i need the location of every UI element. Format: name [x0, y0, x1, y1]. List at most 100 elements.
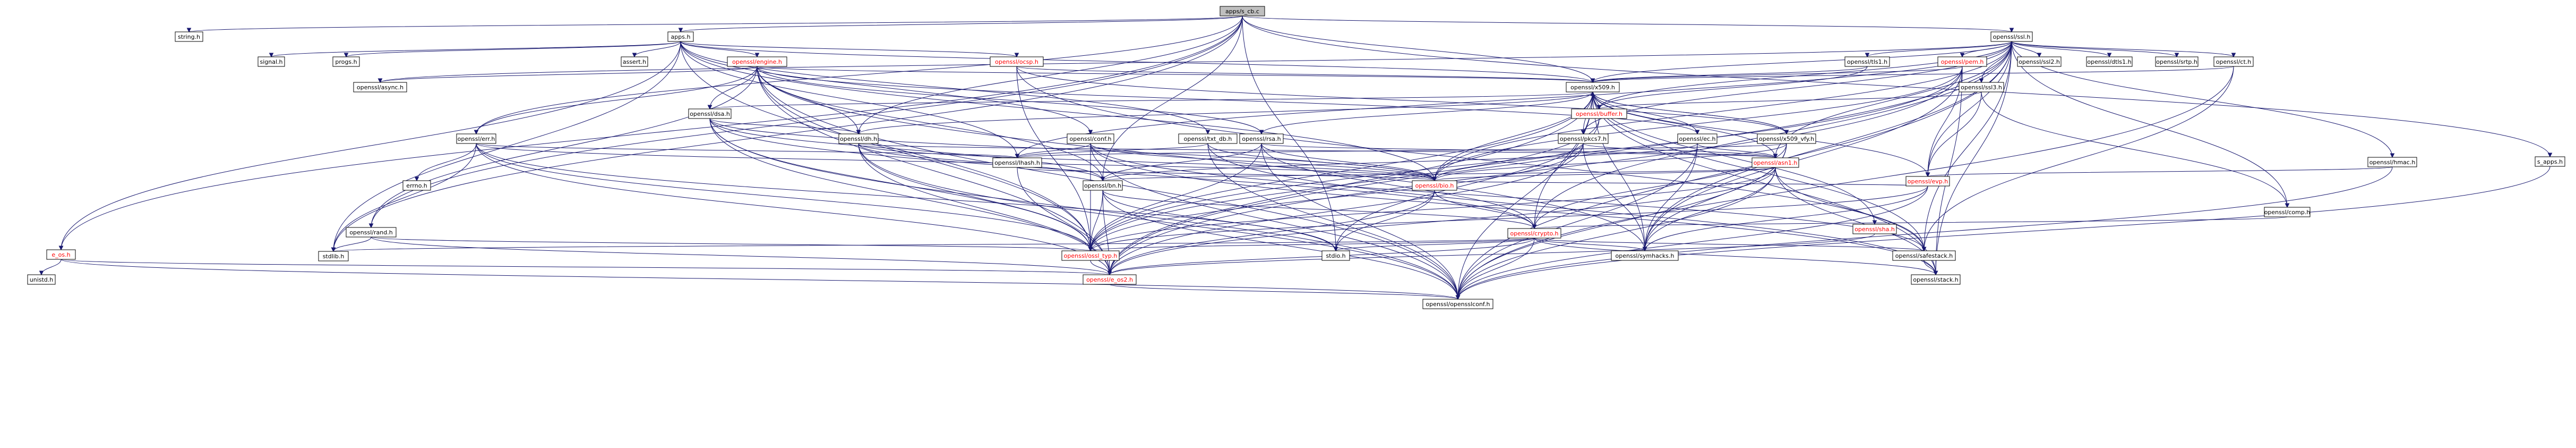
header-node-async[interactable]: openssl/async.h [353, 82, 407, 92]
include-edge [414, 143, 477, 182]
include-edge [1017, 167, 1437, 182]
header-node-ossl-typ[interactable]: openssl/ossl_typ.h [1061, 250, 1120, 261]
header-node-e-os2[interactable]: openssl/e_os2.h [1083, 274, 1137, 285]
header-node-label: openssl/buffer.h [1576, 111, 1622, 117]
include-edge [331, 236, 372, 252]
include-edge [1455, 167, 1776, 300]
header-node-asn1[interactable]: openssl/asn1.h [1751, 157, 1799, 168]
header-node-stdio: stdio.h [1321, 250, 1350, 261]
header-node-label: openssl/crypto.h [1510, 230, 1558, 237]
include-edge [678, 15, 1243, 33]
include-edge [186, 15, 1243, 33]
include-edge [680, 41, 1437, 182]
header-node-bn[interactable]: openssl/bn.h [1083, 180, 1123, 191]
include-edge [58, 41, 681, 251]
header-node-dh[interactable]: openssl/dh.h [838, 133, 879, 144]
header-node-label: openssl/rsa.h [1242, 136, 1281, 142]
header-node-label: stdio.h [1326, 252, 1345, 259]
header-node-sha[interactable]: openssl/sha.h [1852, 224, 1897, 234]
header-node-ct[interactable]: openssl/ct.h [2213, 56, 2254, 67]
header-node-ssl2[interactable]: openssl/ssl2.h [2017, 56, 2062, 67]
header-node-symhacks[interactable]: openssl/symhacks.h [1611, 250, 1679, 261]
header-node-label: openssl/evp.h [1908, 178, 1948, 185]
header-node-ssl3[interactable]: openssl/ssl3.h [1959, 82, 2004, 92]
include-edge [1100, 167, 1776, 182]
header-node-rand[interactable]: openssl/rand.h [346, 227, 397, 238]
header-node-err[interactable]: openssl/err.h [456, 133, 496, 144]
header-node-conf[interactable]: openssl/conf.h [1067, 133, 1114, 144]
include-edge [1590, 66, 1868, 83]
header-node-buffer[interactable]: openssl/buffer.h [1571, 108, 1627, 119]
header-node-string: string.h [175, 31, 203, 42]
header-node-label: stdlib.h [323, 253, 345, 260]
include-edge [1090, 260, 1112, 276]
header-node-stack[interactable]: openssl/stack.h [1911, 274, 1961, 285]
header-node-label: openssl/ssl3.h [1961, 84, 2002, 91]
header-node-engine[interactable]: openssl/engine.h [727, 56, 787, 67]
include-edge [1242, 15, 1595, 83]
include-edge [1532, 216, 2288, 230]
include-edge [58, 15, 1243, 251]
include-edge [709, 118, 1105, 182]
include-edge [1102, 190, 1537, 230]
header-node-label: openssl/dsa.h [690, 111, 730, 117]
header-node-errno: errno.h [402, 180, 431, 191]
header-node-label: openssl/conf.h [1070, 136, 1112, 142]
header-node-tls1[interactable]: openssl/tls1.h [1844, 56, 1890, 67]
include-edge [680, 41, 1210, 135]
header-node-bio[interactable]: openssl/bio.h [1412, 180, 1457, 191]
include-edge [1259, 91, 1593, 135]
header-node-txt-db[interactable]: openssl/txt_db.h [1178, 133, 1238, 144]
include-edge [1455, 185, 1928, 300]
header-node-label: assert.h [623, 58, 646, 65]
header-node-hmac[interactable]: openssl/hmac.h [2367, 157, 2417, 167]
header-node-progs[interactable]: progs.h [332, 56, 360, 67]
include-edge [632, 41, 681, 58]
include-edge [1015, 143, 1787, 159]
header-node-e-os[interactable]: e_os.h [46, 249, 76, 260]
include-edge [2011, 41, 2042, 58]
include-edge [474, 15, 1243, 135]
include-edge [1581, 41, 2012, 135]
include-edge [757, 66, 1700, 135]
include-edge [1534, 238, 1938, 276]
include-edge [1534, 238, 1927, 252]
header-node-pem[interactable]: openssl/pem.h [1937, 56, 1987, 67]
header-node-srtp[interactable]: openssl/srtp.h [2155, 56, 2199, 67]
header-node-dsa[interactable]: openssl/dsa.h [688, 108, 732, 119]
header-node-label: errno.h [406, 182, 427, 189]
header-node-apps[interactable]: apps.h [667, 31, 694, 42]
header-node-ocsp[interactable]: openssl/ocsp.h [990, 56, 1044, 67]
header-node-safestack[interactable]: openssl/safestack.h [1892, 250, 1956, 261]
header-node-crypto[interactable]: openssl/crypto.h [1507, 228, 1561, 239]
header-node-label: openssl/sha.h [1854, 226, 1895, 233]
header-node-label: openssl/err.h [458, 136, 495, 142]
header-node-label: string.h [178, 33, 200, 40]
include-edge [1432, 167, 1776, 182]
include-edge [1921, 66, 2234, 252]
include-edge [709, 118, 1093, 252]
header-node-x509-vfy[interactable]: openssl/x509_vfy.h [1757, 133, 1816, 144]
header-node-x509[interactable]: openssl/x509.h [1566, 82, 1620, 92]
include-edge [1242, 15, 1338, 252]
header-node-comp[interactable]: openssl/comp.h [2264, 207, 2311, 217]
header-node-pkcs7[interactable]: openssl/pkcs7.h [1558, 133, 1609, 144]
header-node-lhash[interactable]: openssl/lhash.h [992, 157, 1042, 168]
header-node-evp[interactable]: openssl/evp.h [1905, 176, 1950, 187]
header-node-ec[interactable]: openssl/ec.h [1677, 133, 1718, 144]
header-node-rsa[interactable]: openssl/rsa.h [1239, 133, 1284, 144]
include-edge [1933, 41, 2012, 276]
include-edge [1107, 41, 2012, 276]
include-edge [1590, 66, 2234, 83]
header-node-s-apps[interactable]: s_apps.h [2535, 156, 2565, 167]
header-node-opensslconf[interactable]: openssl/opensslconf.h [1422, 299, 1493, 309]
include-edge [858, 143, 1093, 252]
header-node-dtls1[interactable]: openssl/dtls1.h [2086, 56, 2133, 67]
include-edge [1088, 238, 1535, 252]
header-node-label: openssl/engine.h [732, 58, 782, 65]
header-node-root[interactable]: apps/s_cb.c [1220, 6, 1265, 16]
header-node-label: openssl/ssl.h [1993, 33, 2031, 40]
header-node-label: openssl/ocsp.h [995, 58, 1038, 65]
header-node-ssl[interactable]: openssl/ssl.h [1990, 31, 2033, 42]
